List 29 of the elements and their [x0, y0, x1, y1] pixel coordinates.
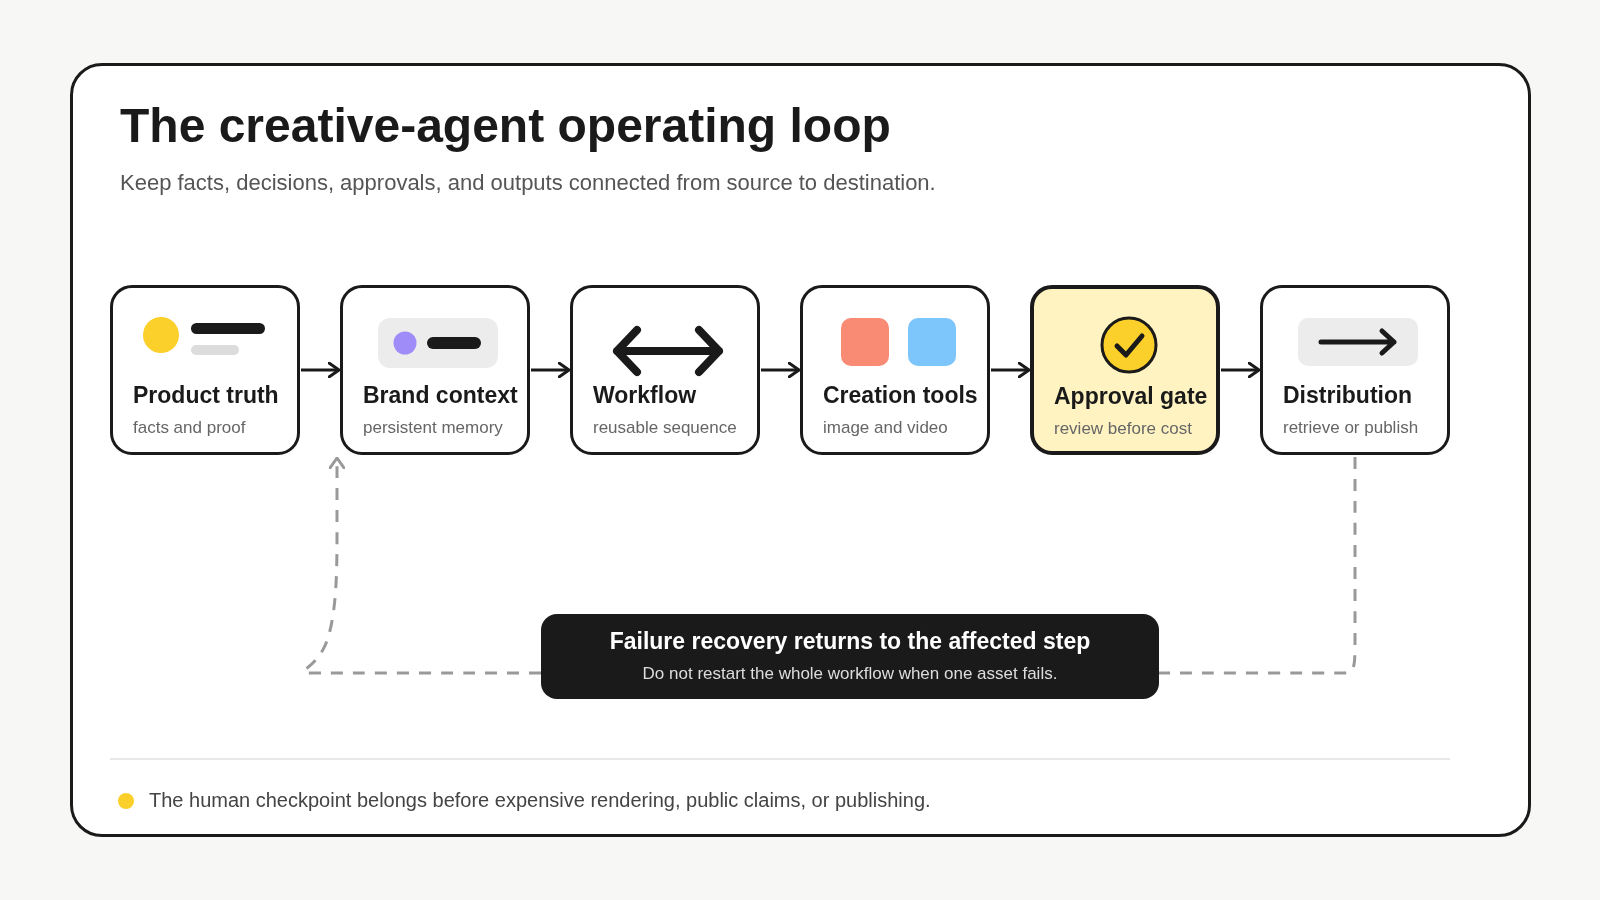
step-description: Do not restart the whole workflow when one asset fails. [641, 664, 1059, 684]
arrow [1221, 361, 1261, 379]
step-card [1260, 285, 1450, 455]
footnote: The human checkpoint belongs before expensive rendering, public claims, or publishing. [149, 789, 931, 812]
arrow [991, 361, 1031, 379]
step-title: Workflow [593, 382, 697, 409]
arrow [761, 361, 801, 379]
step-description: facts and proof [133, 418, 246, 438]
step-title: Brand context [363, 382, 518, 409]
step-card [110, 285, 300, 455]
subtitle: Keep facts, decisions, approvals, and outputs connected from source to destination. [120, 170, 936, 196]
arrow [301, 361, 341, 379]
step-card [340, 285, 530, 455]
step-title: Distribution [1283, 382, 1413, 409]
step-description: review before cost [1054, 419, 1192, 439]
step-description: persistent memory [363, 418, 503, 438]
step-title: Failure recovery returns to the affected step [608, 628, 1092, 655]
step-card [570, 285, 760, 455]
step-card [800, 285, 990, 455]
step-title: Creation tools [823, 382, 978, 409]
callout-box [541, 614, 1159, 699]
step-description: retrieve or publish [1283, 418, 1419, 438]
arrow [531, 361, 571, 379]
step-title: Product truth [133, 382, 279, 409]
diagram-title: The creative-agent operating loop [120, 98, 891, 153]
step-description: image and video [823, 418, 948, 438]
step-description: reusable sequence [593, 418, 737, 438]
step-title: Approval gate [1054, 383, 1208, 410]
highlighted-step-card [1030, 285, 1220, 455]
